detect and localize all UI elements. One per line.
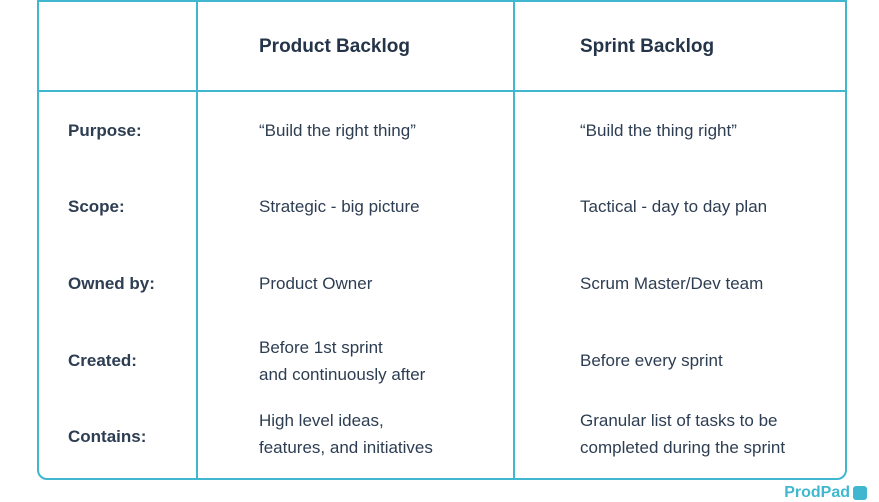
header-divider — [39, 90, 845, 92]
cell-product-contains-line1: High level ideas, — [259, 411, 384, 430]
column-divider — [196, 2, 198, 478]
cell-sprint-contains-line2: completed during the sprint — [580, 438, 786, 457]
cell-product-contains-line2: features, and initiatives — [259, 438, 433, 457]
column-divider — [513, 2, 515, 478]
header-product-backlog: Product Backlog — [259, 36, 410, 57]
row-label-owned-by: Owned by: — [68, 274, 155, 293]
cell-sprint-purpose: “Build the thing right” — [580, 121, 737, 140]
comparison-table — [37, 0, 847, 480]
cell-product-owned-by: Product Owner — [259, 274, 373, 293]
brand-logo: ProdPad — [784, 484, 867, 502]
brand-mark-icon — [853, 486, 867, 500]
cell-product-created-line2: and continuously after — [259, 365, 426, 384]
cell-product-created-line1: Before 1st sprint — [259, 338, 383, 357]
cell-sprint-scope: Tactical - day to day plan — [580, 197, 768, 216]
cell-sprint-contains-line1: Granular list of tasks to be — [580, 411, 778, 430]
brand-name: ProdPad — [784, 484, 850, 501]
cell-sprint-owned-by: Scrum Master/Dev team — [580, 274, 764, 293]
header-sprint-backlog: Sprint Backlog — [580, 36, 715, 57]
cell-product-purpose: “Build the right thing” — [259, 121, 416, 140]
row-label-created: Created: — [68, 351, 137, 370]
cell-sprint-created: Before every sprint — [580, 351, 723, 370]
row-label-contains: Contains: — [68, 427, 147, 446]
row-label-purpose: Purpose: — [68, 121, 142, 140]
cell-product-scope: Strategic - big picture — [259, 197, 420, 216]
row-label-scope: Scope: — [68, 197, 125, 216]
